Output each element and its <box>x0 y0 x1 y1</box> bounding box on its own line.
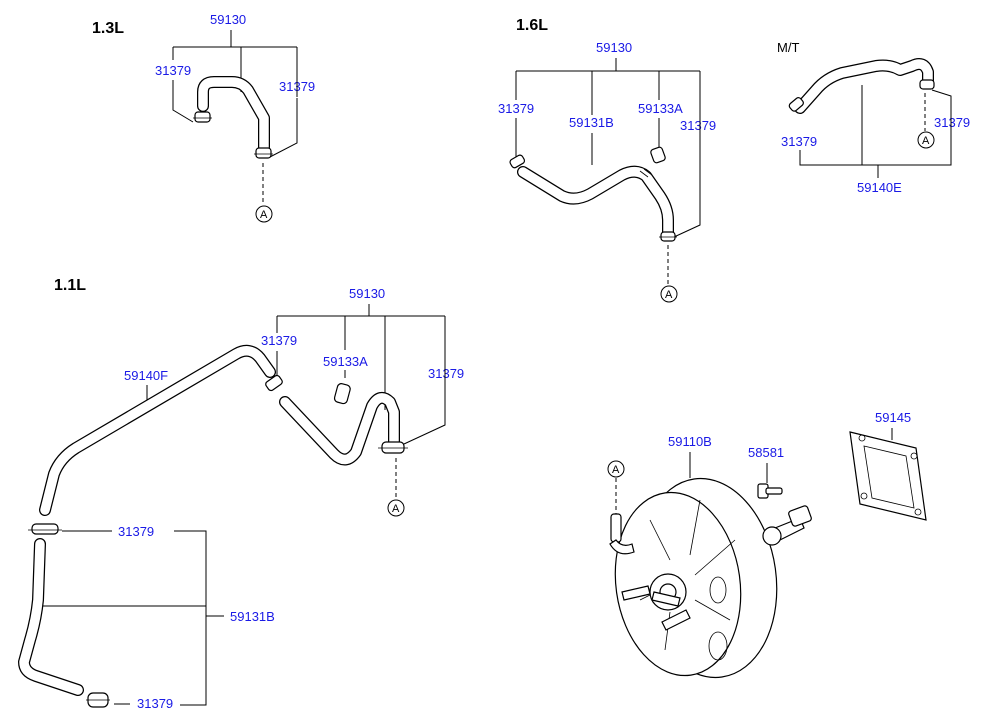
reference-letter: A <box>392 503 400 515</box>
part-31379-label[interactable]: 31379 <box>155 63 191 78</box>
leader-lines <box>172 30 298 204</box>
reference-circle: A <box>387 499 405 517</box>
hose-clamp <box>509 154 526 169</box>
part-59140f-label[interactable]: 59140F <box>124 368 168 383</box>
part-59130-label[interactable]: 59130 <box>349 286 385 301</box>
part-31379-label[interactable]: 31379 <box>781 134 817 149</box>
hose-connector <box>650 146 666 164</box>
part-59130-label[interactable]: 59130 <box>210 12 246 27</box>
part-59133a-label[interactable]: 59133A <box>323 354 368 369</box>
hose-clamp <box>265 374 283 392</box>
hose-connector <box>333 383 351 405</box>
gasket-59145 <box>849 431 927 521</box>
booster-push-rod <box>762 505 812 546</box>
hose-clamp <box>919 79 935 90</box>
brake-booster-body <box>614 477 778 679</box>
part-59110b-label[interactable]: 59110B <box>668 434 712 449</box>
part-59130-label[interactable]: 59130 <box>596 40 632 55</box>
hose-clamp <box>28 523 62 535</box>
part-31379-label[interactable]: 31379 <box>137 696 173 711</box>
part-58581-label[interactable]: 58581 <box>748 445 784 460</box>
vacuum-hose <box>279 391 400 466</box>
vacuum-check-port <box>609 513 635 555</box>
hose-clamp <box>378 441 408 454</box>
vacuum-hose <box>794 58 934 114</box>
leader-lines <box>615 428 893 514</box>
part-31379-label[interactable]: 31379 <box>498 101 534 116</box>
reference-circle: A <box>607 460 625 478</box>
section-title-1-1l: 1.1L <box>54 277 86 294</box>
reference-letter: A <box>922 135 930 147</box>
vacuum-hose-59131b <box>18 538 84 696</box>
part-31379-label[interactable]: 31379 <box>261 333 297 348</box>
hose-clamp <box>788 97 804 112</box>
part-31379-label[interactable]: 31379 <box>680 118 716 133</box>
leader-lines <box>515 58 701 286</box>
section-1-6l: 1.6L 59130 31379 59131B 59133A 31379 A <box>498 17 716 303</box>
part-59131b-label[interactable]: 59131B <box>569 115 614 130</box>
leader-lines <box>40 304 446 706</box>
section-title-1-6l: 1.6L <box>516 17 548 34</box>
reference-letter: A <box>260 209 268 221</box>
hose-clamp <box>193 111 212 123</box>
part-59140e-label[interactable]: 59140E <box>857 180 902 195</box>
part-31379-label[interactable]: 31379 <box>934 115 970 130</box>
section-1-3l: 1.3L 59130 31379 31379 A <box>92 12 315 223</box>
part-31379-label[interactable]: 31379 <box>118 524 154 539</box>
reference-letter: A <box>665 289 673 301</box>
reference-circle: A <box>917 131 935 149</box>
hose-clamp <box>659 231 677 242</box>
vacuum-hose <box>517 165 674 238</box>
section-brake-booster: 59110B 58581 59145 A <box>607 410 927 679</box>
section-mt: M/T 31379 31379 59140E A <box>777 40 970 195</box>
part-59145-label[interactable]: 59145 <box>875 410 911 425</box>
leader-lines <box>799 85 952 178</box>
part-59133a-label[interactable]: 59133A <box>638 101 683 116</box>
part-59131b-label[interactable]: 59131B <box>230 609 275 624</box>
clevis-pin-58581 <box>757 483 783 499</box>
booster-studs <box>621 585 691 631</box>
section-title-mt: M/T <box>777 40 799 55</box>
section-1-1l: 1.1L 59130 31379 59133A 31379 59140F 313… <box>18 277 464 711</box>
part-31379-label[interactable]: 31379 <box>428 366 464 381</box>
reference-letter: A <box>612 464 620 476</box>
reference-circle: A <box>255 205 273 223</box>
vacuum-hose-59140f <box>39 344 276 516</box>
reference-circle: A <box>660 285 678 303</box>
hose-clamp <box>254 147 273 159</box>
hose-clamp <box>86 692 110 708</box>
vacuum-hose <box>197 76 270 153</box>
section-title-1-3l: 1.3L <box>92 20 124 37</box>
